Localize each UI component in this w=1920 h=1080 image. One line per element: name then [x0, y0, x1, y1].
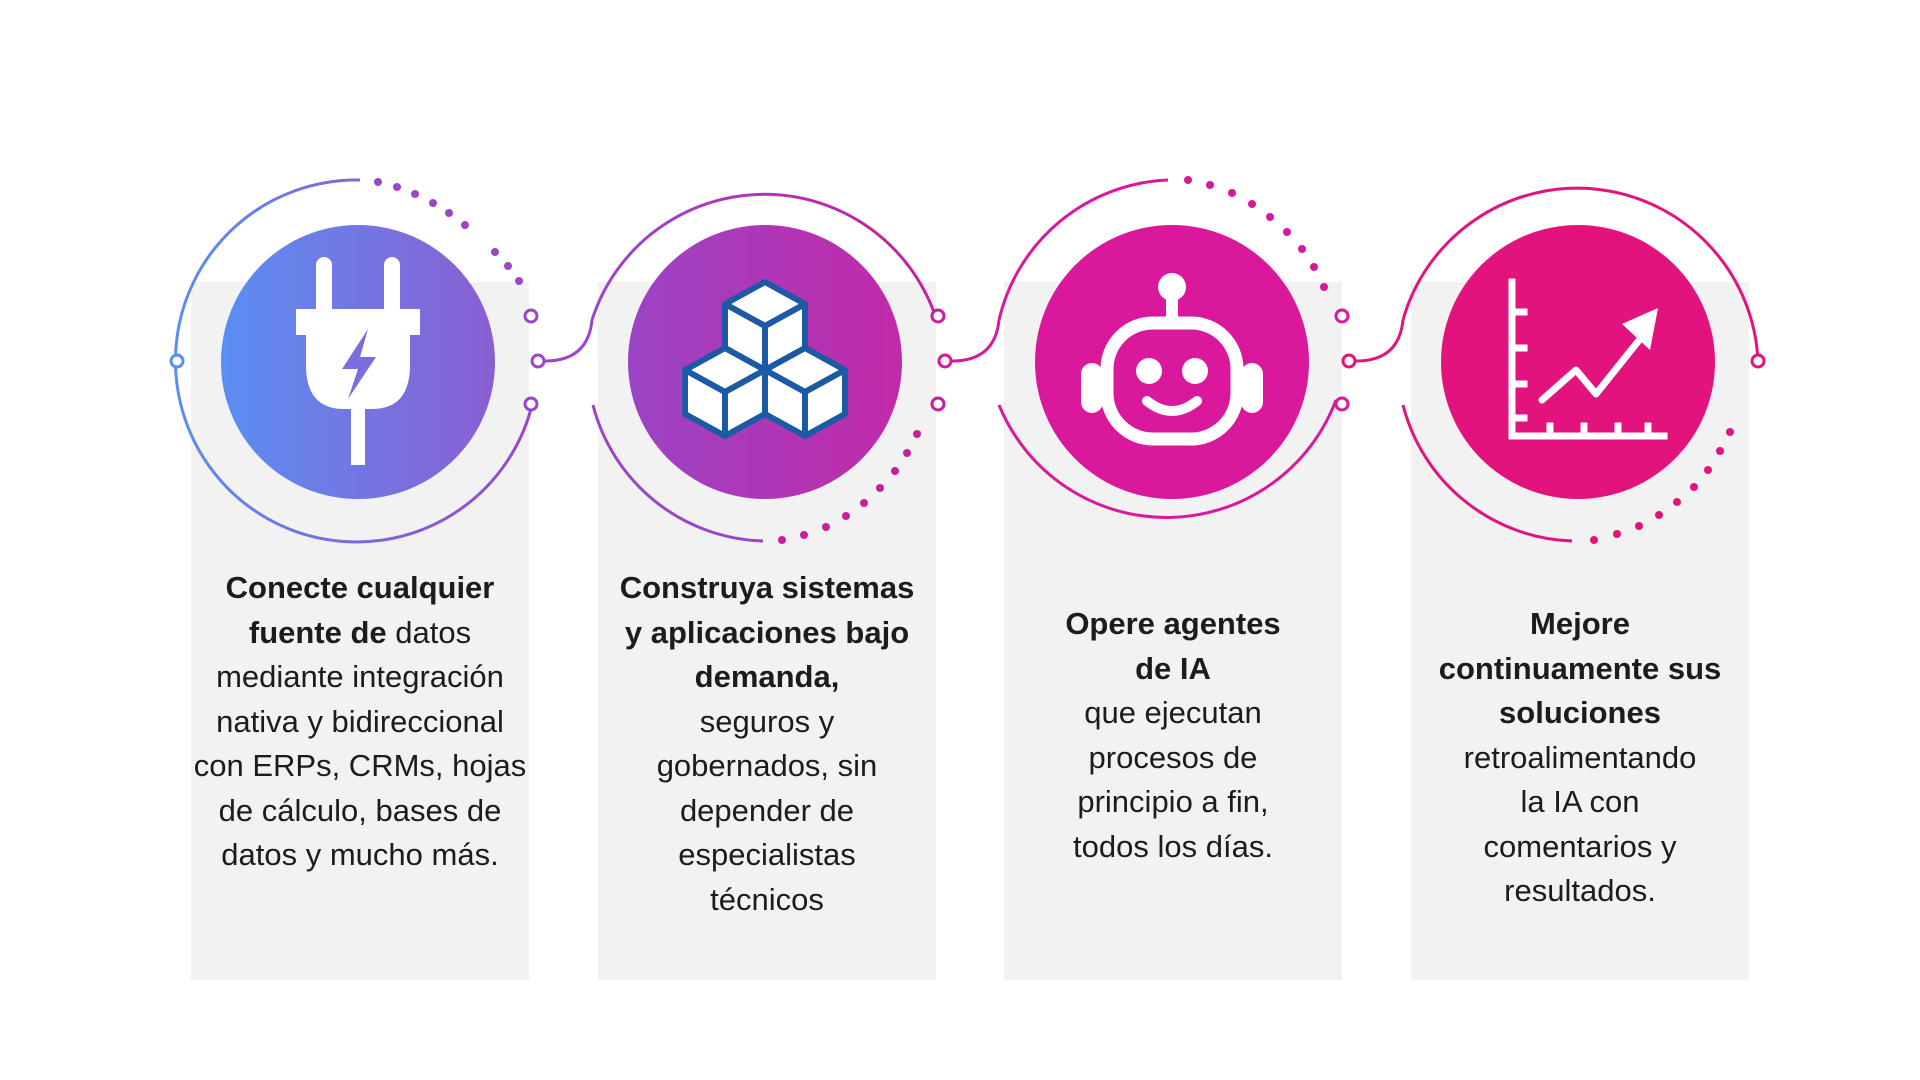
ring-2-node-bottom [930, 396, 946, 412]
ring-3-node-bottom [1334, 396, 1350, 412]
ring-3-arc-top [997, 178, 1169, 321]
step-circle-connect [221, 225, 495, 499]
step-desc-connect: datos mediante integración nativa y bidi… [193, 614, 527, 873]
ring-1-arc [174, 178, 535, 544]
ring-2-node-top [930, 308, 946, 324]
link-3-4-node [1341, 353, 1357, 369]
plug-icon [296, 257, 420, 465]
ring-4-arc-bottom [1401, 404, 1573, 543]
ring-1-node-bottom [523, 396, 539, 412]
ring-1-dots [374, 178, 523, 285]
step-title-build: Construya sistemas y aplicaciones bajo d… [619, 570, 915, 694]
step-circle-improve [1441, 225, 1715, 499]
ring-3-dots [1184, 176, 1328, 291]
step-desc-improve: retroalimentando la IA con comentarios y… [1463, 739, 1697, 909]
ring-4-node-right [1750, 353, 1766, 369]
ring-1-node-left [169, 353, 185, 369]
ring-3-node-top [1334, 308, 1350, 324]
ring-2-arc-bottom [591, 404, 764, 543]
link-1-2 [544, 319, 594, 363]
step-title-connect: Conecte cualquier fuente de [225, 570, 495, 650]
ring-2-arc [590, 192, 937, 321]
ring-1-node-top [523, 308, 539, 324]
link-3-4 [1355, 319, 1405, 363]
step-text-build: Construya sistemas y aplicaciones bajo d… [598, 566, 936, 922]
ring-4-dots [1590, 428, 1734, 544]
step-desc-operate: que ejecutan procesos de principio a fin… [1073, 695, 1273, 864]
step-text-connect: Conecte cualquier fuente de datos median… [191, 566, 529, 878]
ring-3-arc-bottom [997, 399, 1338, 519]
robot-icon [1081, 273, 1263, 446]
link-2-3-node [937, 353, 953, 369]
link-2-3 [951, 319, 1001, 363]
step-title-operate: Opere agentes de IA [1065, 606, 1281, 686]
step-circle-operate [1035, 225, 1309, 499]
cubes-icon [682, 279, 848, 439]
step-title-improve: Mejore continuamente sus soluciones [1438, 606, 1722, 730]
step-desc-build: seguros y gobernados, sin depender de es… [656, 703, 878, 917]
link-1-2-node [530, 353, 546, 369]
ring-2-dots [778, 430, 921, 544]
step-text-operate: Opere agentes de IA que ejecutan proceso… [1004, 602, 1342, 869]
growth-chart-icon [1508, 278, 1668, 440]
step-circle-build [628, 225, 902, 499]
step-text-improve: Mejore continuamente sus soluciones retr… [1411, 602, 1749, 914]
ring-4-arc [1401, 186, 1760, 362]
